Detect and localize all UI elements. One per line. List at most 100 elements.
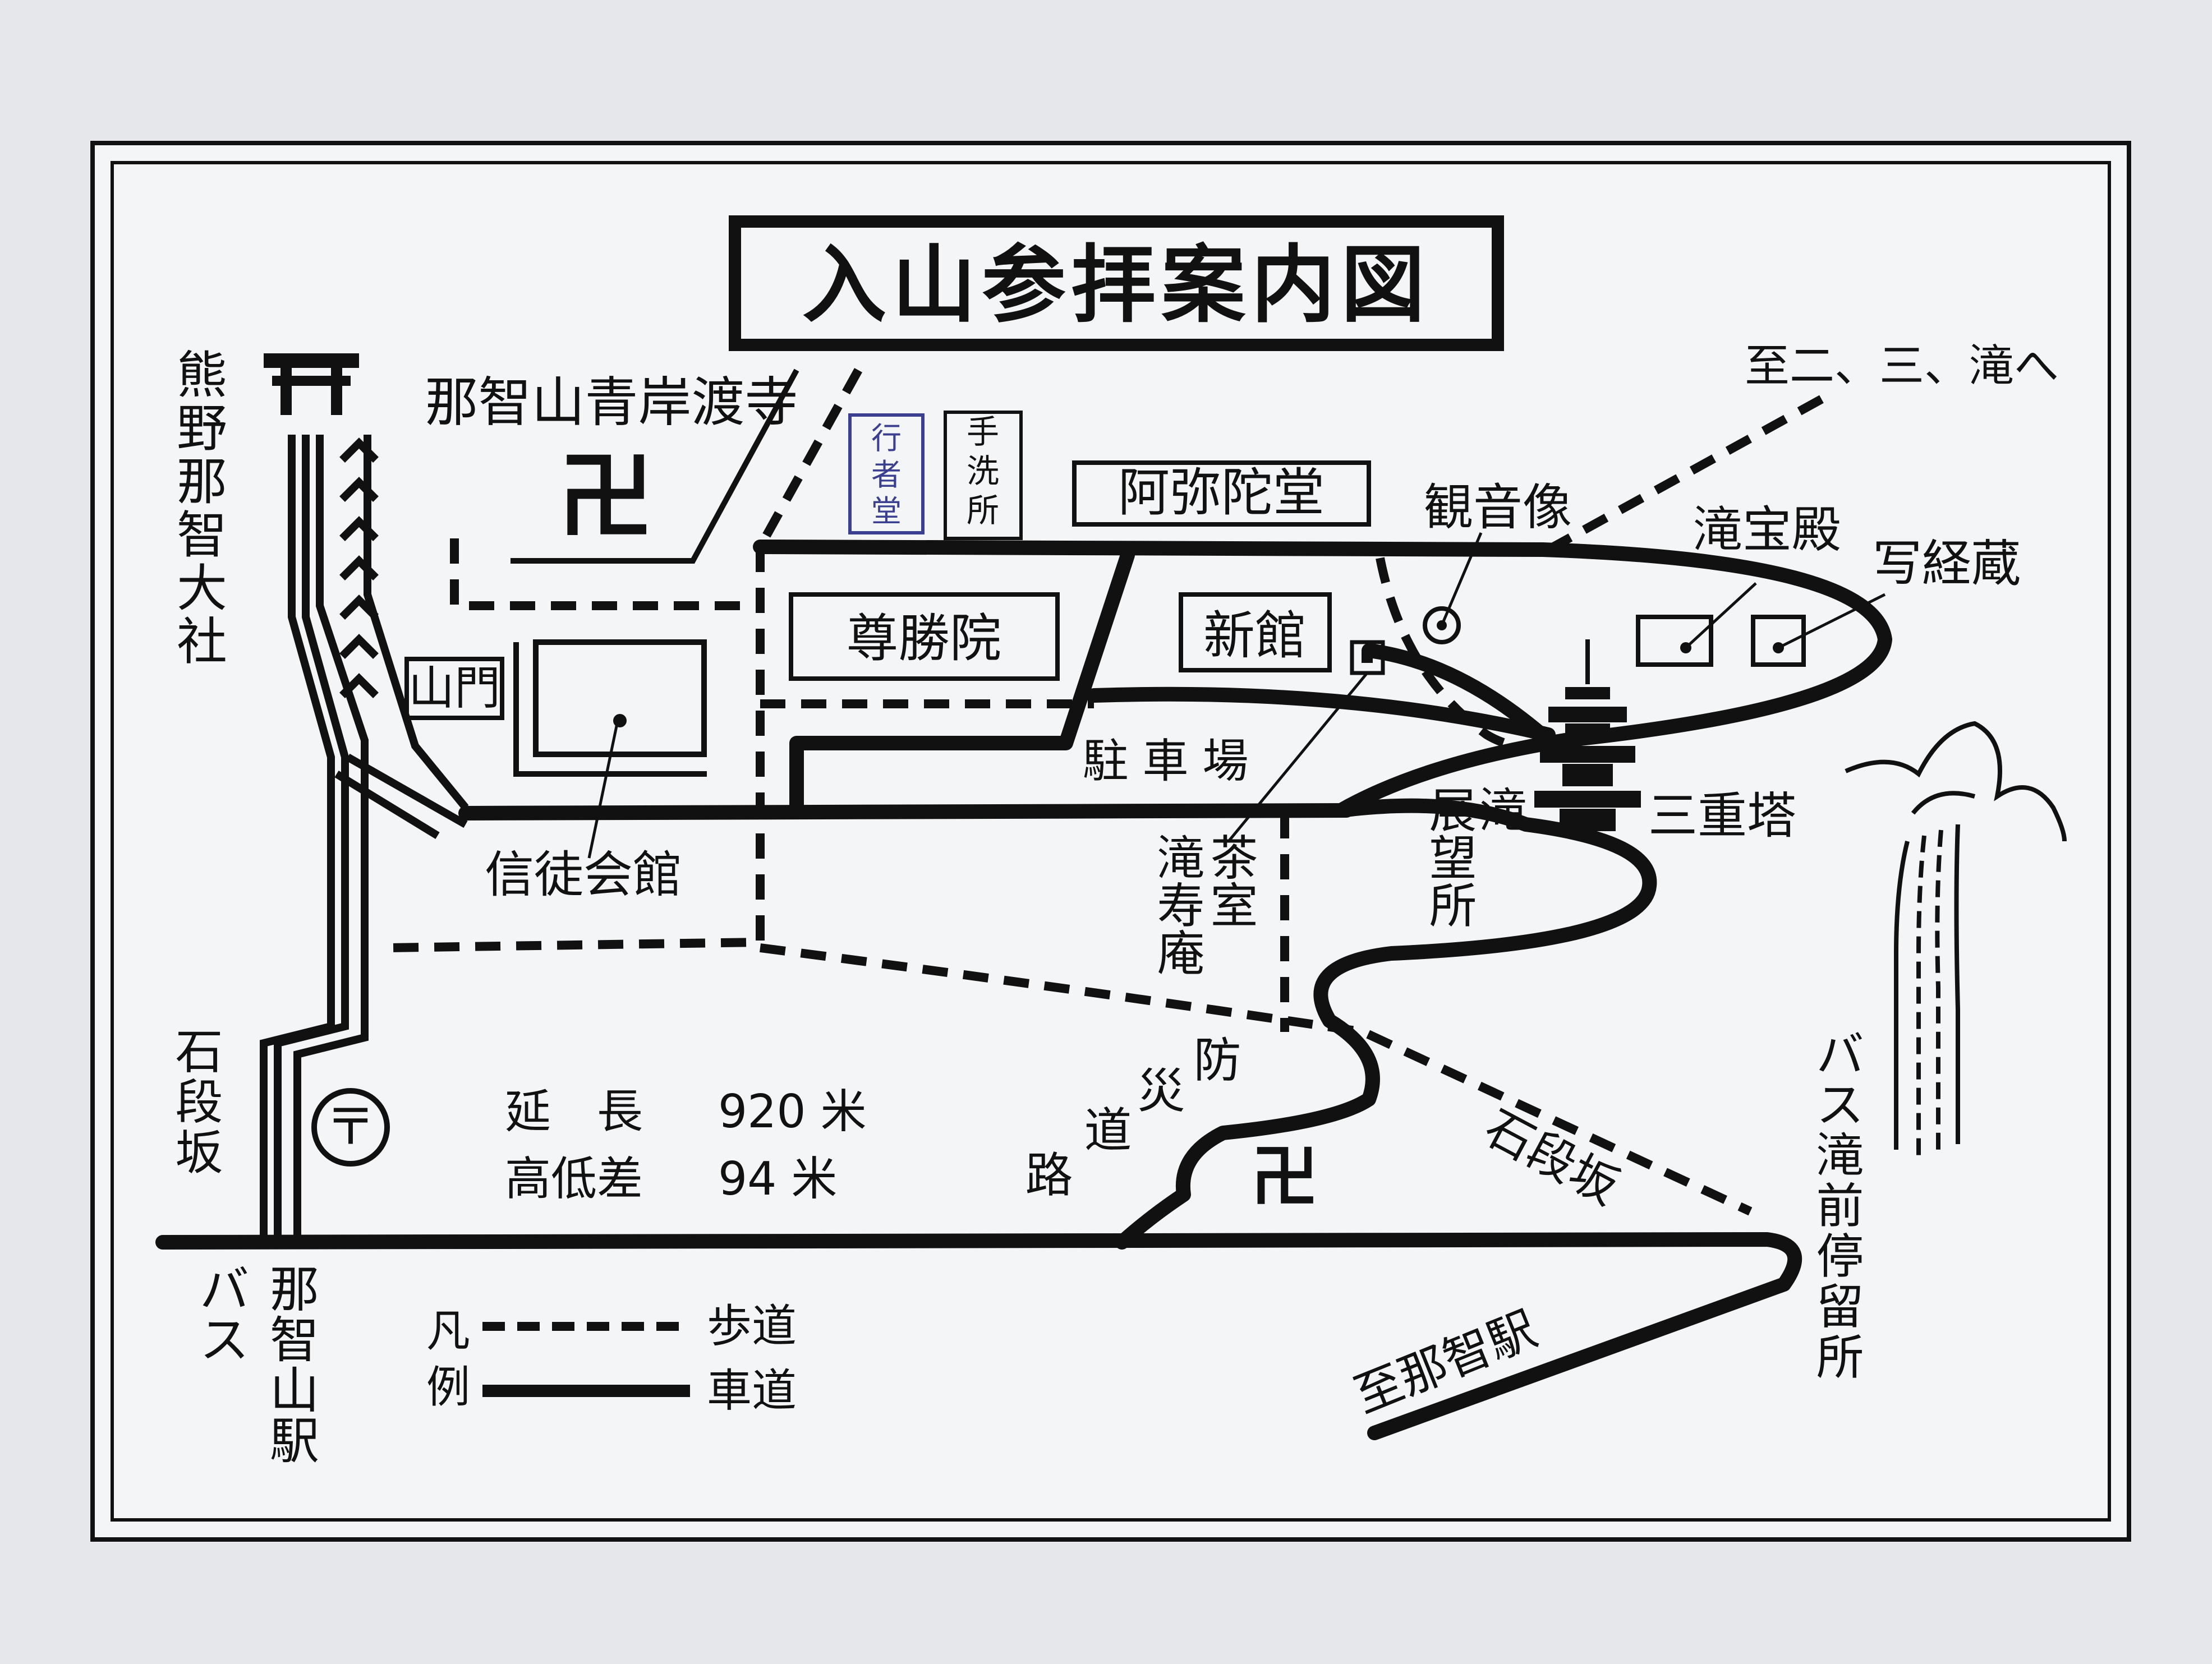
sonshoin-label: 尊勝院 — [847, 609, 1001, 669]
pagoda-icon — [1534, 639, 1641, 831]
svg-text:道: 道 — [1084, 1103, 1132, 1159]
svg-text:茶: 茶 — [1210, 831, 1258, 887]
ishidan-path — [260, 435, 469, 1242]
manji-temple-icon: 卍 — [558, 442, 654, 553]
shinkan-box — [1179, 592, 1332, 672]
svg-text:那: 那 — [177, 453, 227, 511]
road-upper-loop — [753, 540, 1892, 818]
shinto-kaikan-label: 信徒会館 — [485, 846, 682, 904]
road-parking-inner — [1087, 686, 1556, 742]
height-label: 高低差 — [505, 1153, 643, 1206]
gyojado-c3: 堂 — [871, 494, 902, 529]
svg-text:停: 停 — [1816, 1229, 1864, 1285]
bosai-doro-label: 防災 道路 — [1025, 1033, 1241, 1204]
amidado-label: 阿弥陀堂 — [1118, 463, 1325, 523]
chashitsu-leader — [1227, 672, 1368, 842]
svg-text:石: 石 — [175, 1025, 223, 1080]
shinto-kaikan-building — [533, 639, 707, 757]
map-paper — [90, 140, 2132, 1542]
road-middle — [458, 803, 1354, 821]
svg-text:ス: ス — [200, 1311, 249, 1369]
svg-text:大: 大 — [177, 559, 227, 618]
road-bottom-main — [155, 1232, 1802, 1440]
svg-text:所: 所 — [1816, 1330, 1864, 1386]
footpaths — [387, 368, 1825, 1216]
svg-text:坂: 坂 — [175, 1126, 223, 1181]
takarahoden-box — [1636, 615, 1713, 667]
gyojado-c2: 者 — [871, 457, 902, 492]
stair-marks — [339, 437, 379, 698]
inner-frame — [111, 161, 2111, 1522]
shinto-kaikan-outline — [513, 642, 707, 777]
takarahoden-label: 滝宝殿 — [1693, 501, 1841, 559]
svg-text:庵: 庵 — [1157, 927, 1204, 982]
svg-text:滝: 滝 — [1479, 783, 1527, 839]
kannonzo-leader — [1440, 532, 1483, 626]
svg-text:滝: 滝 — [1816, 1128, 1864, 1184]
path-sanmon — [450, 538, 760, 610]
waterfall-icon — [1845, 721, 2067, 1155]
svg-text:路: 路 — [1025, 1148, 1073, 1204]
road-shinkan — [1362, 643, 1556, 748]
svg-text:前: 前 — [1816, 1179, 1864, 1234]
tearai-box — [944, 411, 1023, 540]
post-office-symbol: 〒 — [325, 1098, 376, 1156]
svg-text:防: 防 — [1193, 1033, 1241, 1089]
svg-text:災: 災 — [1137, 1064, 1185, 1119]
shakyogura-label: 写経蔵 — [1873, 534, 2021, 592]
chashitsu-label: 茶室 滝寿庵 — [1157, 831, 1258, 982]
svg-text:智: 智 — [177, 506, 227, 565]
legend-title-1: 凡 — [426, 1306, 470, 1357]
chashitsu-box — [1350, 640, 1385, 675]
parking-label: 駐車場 — [1082, 735, 1262, 788]
svg-text:山: 山 — [270, 1362, 319, 1419]
svg-text:滝: 滝 — [1157, 831, 1204, 887]
bus-takimae-label: バス 滝前 停留所 — [1816, 1027, 1864, 1386]
sanmon-box — [404, 657, 504, 720]
svg-text:望: 望 — [1429, 831, 1477, 887]
tearai-c1: 手 — [967, 413, 999, 451]
path-kannon — [1376, 557, 1549, 752]
outer-frame — [90, 141, 2131, 1542]
shakyogura-box — [1751, 615, 1806, 667]
gyojado-c1: 行 — [871, 421, 902, 456]
chashitsu-inner — [1362, 652, 1373, 663]
legend-footpath-label: 歩道 — [707, 1300, 797, 1352]
path-temple-diag — [756, 368, 862, 549]
shakyogura-leader — [1777, 593, 1886, 649]
kannonzo-label: 観音像 — [1424, 478, 1572, 536]
amidado-box — [1072, 460, 1371, 527]
shinto-kaikan-leader — [587, 723, 619, 859]
length-value: 920 米 — [718, 1085, 867, 1138]
svg-text:留: 留 — [1816, 1280, 1864, 1335]
svg-text:展: 展 — [1429, 783, 1477, 839]
legend: 凡 例 歩道 車道 — [426, 1300, 797, 1417]
title-box — [729, 215, 1504, 351]
tearai-c2: 洗 — [967, 452, 999, 490]
tenbo-label: 滝 展望所 — [1429, 783, 1527, 934]
map-title: 入山参拝案内図 — [802, 237, 1431, 334]
legend-road-label: 車道 — [707, 1365, 797, 1417]
temple-precinct-line — [511, 368, 799, 564]
svg-text:社: 社 — [177, 612, 227, 671]
manji-south-icon: 卍 — [1251, 1138, 1318, 1216]
svg-text:熊: 熊 — [177, 346, 227, 405]
takarahoden-leader — [1685, 582, 1757, 649]
legend-title-2: 例 — [426, 1362, 470, 1413]
svg-text:野: 野 — [177, 399, 227, 458]
svg-text:ス: ス — [1816, 1078, 1864, 1133]
path-to-nitaki — [1546, 394, 1825, 554]
temple-name: 那智山青岸渡寺 — [425, 372, 798, 434]
shinkan-label: 新館 — [1203, 606, 1307, 666]
sanjuto-label: 三重塔 — [1648, 787, 1796, 845]
path-west — [387, 547, 765, 952]
svg-text:バ: バ — [1816, 1027, 1864, 1083]
road-parking-west — [789, 548, 1135, 818]
svg-text:寿: 寿 — [1157, 879, 1204, 934]
svg-text:所: 所 — [1429, 879, 1477, 934]
gyojado-stamp — [848, 413, 925, 534]
torii-icon — [264, 353, 359, 415]
sanmon-label: 山門 — [408, 662, 500, 715]
